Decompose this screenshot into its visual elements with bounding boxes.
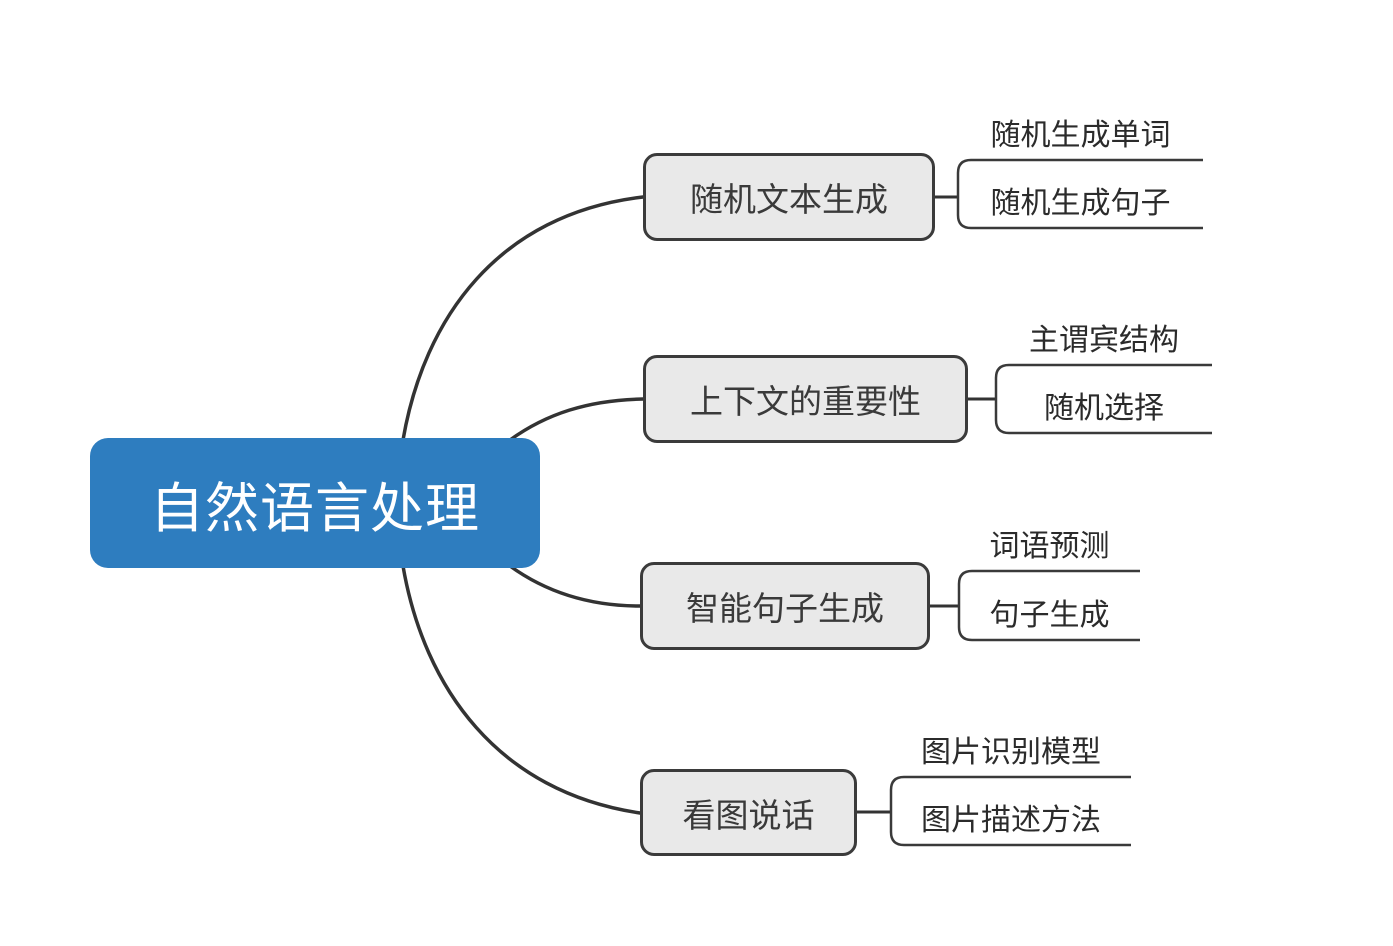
leaf-bracket-3 bbox=[889, 775, 1131, 847]
leaf-topic-label: 随机生成句子 bbox=[990, 187, 1171, 220]
branch-topic-context-importance[interactable]: 上下文的重要性 bbox=[643, 355, 968, 443]
branch-topic-label: 随机文本生成 bbox=[690, 181, 888, 218]
leaf-topic-label: 图片描述方法 bbox=[921, 804, 1101, 837]
branch-topic-label: 智能句子生成 bbox=[686, 590, 884, 627]
root-topic[interactable]: 自然语言处理 bbox=[90, 438, 540, 568]
root-topic-label: 自然语言处理 bbox=[150, 478, 480, 539]
leaf-topic[interactable]: 随机选择 bbox=[996, 389, 1212, 429]
branch-topic-label: 上下文的重要性 bbox=[690, 383, 921, 420]
leaf-topic-label: 图片识别模型 bbox=[921, 736, 1101, 769]
leaf-topic[interactable]: 随机生成句子 bbox=[958, 184, 1203, 224]
branch-topic-label: 看图说话 bbox=[682, 796, 815, 834]
leaf-topic-label: 主谓宾结构 bbox=[1029, 324, 1179, 357]
leaf-topic[interactable]: 词语预测 bbox=[959, 527, 1140, 567]
branch-topic-smart-sentence-generation[interactable]: 智能句子生成 bbox=[640, 562, 930, 650]
leaf-topic-label: 词语预测 bbox=[989, 530, 1110, 563]
root-branch-curve-0 bbox=[401, 195, 645, 442]
leaf-bracket-2 bbox=[957, 569, 1140, 642]
leaf-topic-label: 随机选择 bbox=[1044, 392, 1164, 425]
leaf-topic[interactable]: 句子生成 bbox=[959, 596, 1140, 636]
branch-topic-random-text-generation[interactable]: 随机文本生成 bbox=[643, 153, 935, 241]
leaf-bracket-0 bbox=[956, 158, 1203, 230]
leaf-topic[interactable]: 图片识别模型 bbox=[891, 733, 1131, 773]
leaf-topic[interactable]: 随机生成单词 bbox=[958, 116, 1203, 156]
root-branch-curve-1 bbox=[508, 397, 645, 442]
root-branch-curve-2 bbox=[508, 564, 642, 608]
leaf-topic-label: 句子生成 bbox=[989, 599, 1110, 632]
leaf-topic[interactable]: 图片描述方法 bbox=[891, 801, 1131, 841]
leaf-bracket-1 bbox=[994, 363, 1212, 435]
root-branch-curve-3 bbox=[401, 564, 642, 815]
leaf-topic-label: 随机生成单词 bbox=[990, 119, 1171, 152]
branch-topic-image-captioning[interactable]: 看图说话 bbox=[640, 769, 857, 856]
leaf-topic[interactable]: 主谓宾结构 bbox=[996, 321, 1212, 361]
